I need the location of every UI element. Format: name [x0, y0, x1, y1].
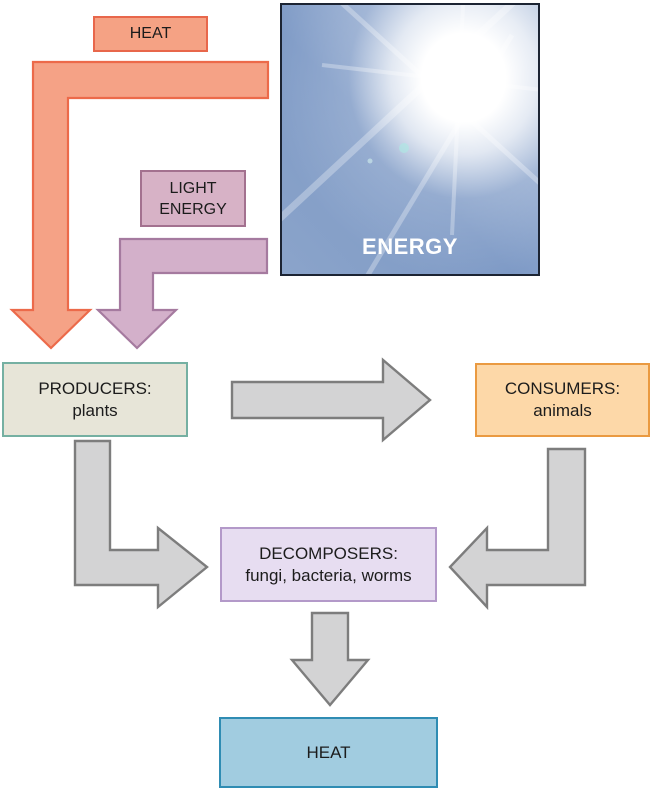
sun-energy-label: ENERGY — [362, 234, 458, 259]
light-energy-line1: LIGHT — [169, 179, 217, 197]
heat-bottom-label: HEAT — [306, 742, 351, 762]
heat-release-elbow-arrow — [9, 60, 270, 350]
consumers-title: CONSUMERS: — [504, 379, 621, 398]
lens-flare-dot-small — [367, 158, 373, 164]
consumers-subtitle: animals — [533, 401, 592, 420]
heat-bottom-box: HEAT — [219, 717, 438, 788]
heat-top-box: HEAT — [93, 16, 208, 52]
producers-subtitle: plants — [72, 400, 118, 420]
sun-sky-graphic — [282, 5, 538, 274]
producers-to-consumers-arrow — [230, 357, 432, 443]
light-energy-line2: ENERGY — [159, 200, 227, 218]
heat-top-label: HEAT — [129, 25, 172, 42]
decomposers-to-heat-arrow — [289, 611, 371, 707]
decomposers-title: DECOMPOSERS: — [259, 543, 398, 563]
lens-flare-dot — [399, 143, 409, 153]
sun-energy-image: ENERGY — [280, 3, 540, 276]
light-energy-box: LIGHT ENERGY — [140, 170, 246, 227]
producers-title: PRODUCERS: — [38, 378, 152, 398]
consumers-to-decomposers-elbow-arrow — [448, 447, 587, 611]
decomposers-subtitle: fungi, bacteria, worms — [245, 565, 412, 585]
decomposers-box: DECOMPOSERS: fungi, bacteria, worms — [220, 527, 437, 602]
producers-to-decomposers-elbow-arrow — [73, 439, 209, 610]
light-energy-elbow-arrow — [95, 237, 269, 350]
producers-box: PRODUCERS: plants — [2, 362, 188, 437]
consumers-box: CONSUMERS: animals — [475, 363, 650, 437]
